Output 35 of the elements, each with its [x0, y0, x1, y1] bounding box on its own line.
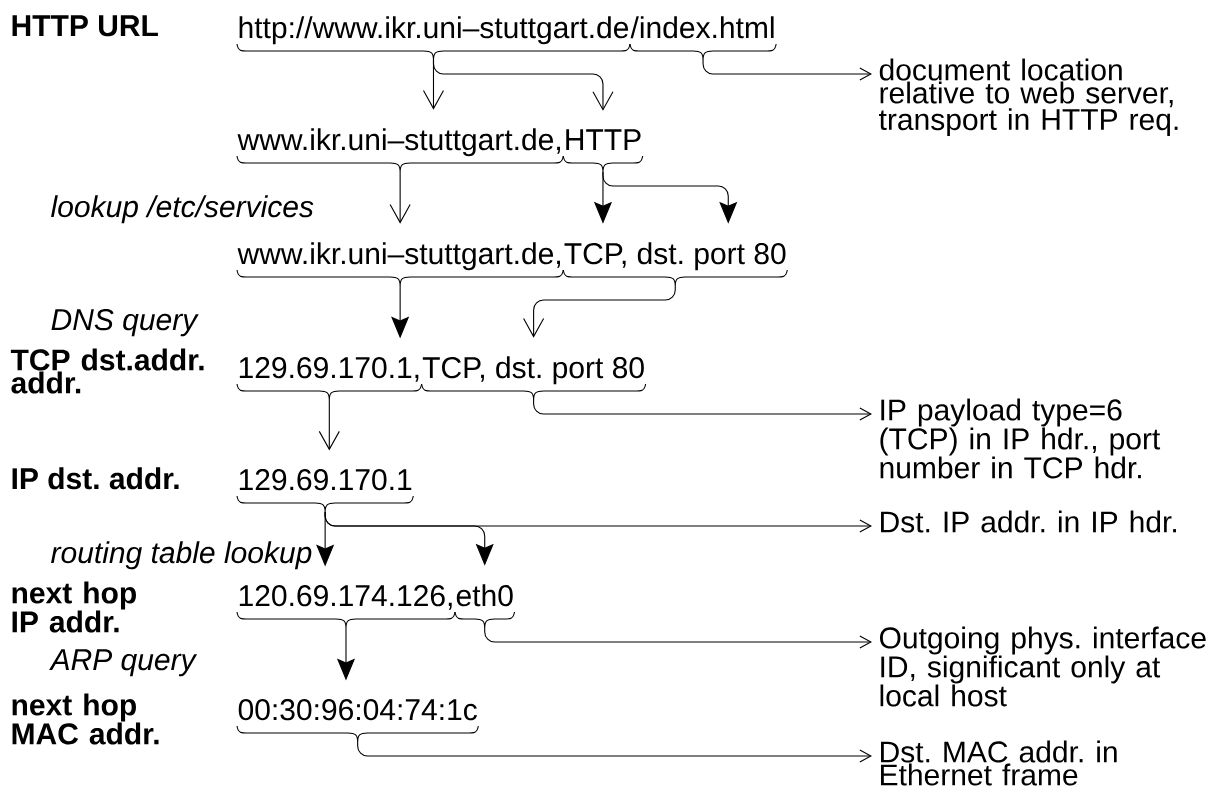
arrow	[702, 59, 872, 81]
annotation-text: Dst. IP addr. in IP hdr.	[881, 510, 1176, 533]
row-label: TCP dst.addr. addr.	[10, 348, 204, 394]
address-text: 129.69.170.1	[239, 469, 412, 491]
arrow	[484, 627, 872, 649]
step-label: DNS query	[51, 309, 199, 337]
arrow	[357, 741, 872, 763]
annotation-text: Outgoing phys. interface ID, significant only at local host	[880, 626, 1206, 707]
row-label: next hop MAC addr.	[12, 693, 159, 745]
arrow	[318, 399, 340, 451]
step-label: lookup /etc/services	[51, 195, 314, 224]
address-text: www.ikr.uni–stuttgart.de,	[237, 128, 560, 157]
arrow	[389, 171, 411, 224]
row-label: HTTP URL	[12, 15, 158, 37]
address-text: 00:30:96:04:74:1c	[238, 699, 477, 721]
address-text: http://www.ikr.uni–stuttgart.de	[239, 16, 629, 45]
row-label: IP dst. addr.	[12, 467, 179, 490]
address-text: HTTP	[566, 129, 641, 150]
address-text: TCP, dst. port 80	[422, 356, 644, 385]
address-text: /index.html	[630, 16, 774, 39]
arrow	[523, 285, 676, 338]
address-text: 120.69.174.126,	[239, 585, 452, 610]
step-label: ARP query	[49, 649, 198, 677]
arrow	[324, 511, 872, 533]
address-text: TCP, dst. port 80	[564, 242, 786, 271]
annotation-text: IP payload type=6 (TCP) in IP hdr., port number in TCP hdr.	[880, 398, 1161, 479]
address-text: 129.69.170.1,	[239, 357, 419, 382]
step-label: routing table lookup	[51, 541, 312, 570]
row-label: next hop IP addr.	[12, 581, 136, 633]
address-text: www.ikr.uni–stuttgart.de,	[237, 242, 560, 271]
address-text: eth0	[456, 584, 513, 607]
annotation-text: document location relative to web server, transport in HTTP req.	[879, 58, 1178, 137]
arrow	[533, 399, 872, 421]
arrow	[432, 59, 614, 111]
annotation-text: Dst. MAC addr. in Ethernet frame	[881, 740, 1117, 786]
